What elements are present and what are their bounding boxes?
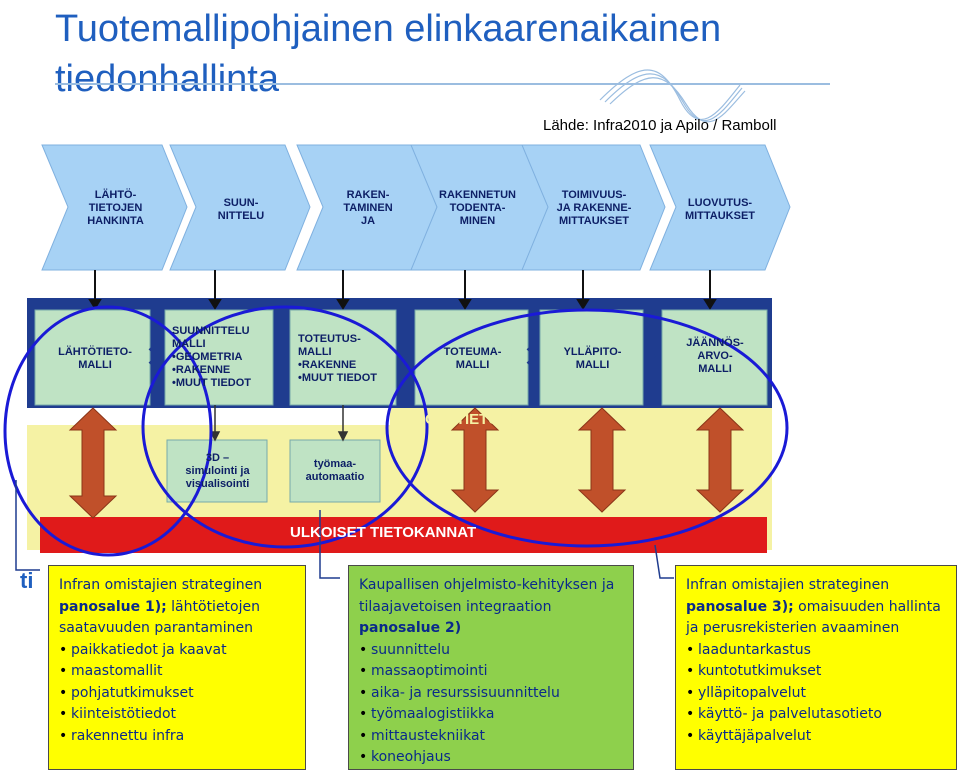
- model-box-2: [164, 309, 274, 406]
- highlight-circles: [3, 305, 789, 557]
- phase-label-3: RAKEN- TAMINEN JA: [343, 189, 393, 227]
- model-label-6: JÄÄNNÖS- ARVO- MALLI: [686, 337, 744, 375]
- panel-right: Infran omistajien strateginen panosalue …: [675, 565, 957, 770]
- list-item: pohjatutkimukset: [59, 683, 295, 705]
- list-item: käyttö- ja palvelutasotieto: [686, 704, 946, 726]
- source-note: Lähde: Infra2010 ja Apilo / Ramboll: [543, 117, 777, 134]
- phase-chevron-5: [521, 144, 666, 271]
- circle-right: [385, 308, 789, 548]
- panel-left-list: paikkatiedot ja kaavat maastomallit pohj…: [59, 640, 295, 748]
- model-label-5: YLLÄPITO- MALLI: [563, 346, 622, 371]
- phase-chevron-6: [649, 144, 791, 271]
- down-arrows: [88, 270, 717, 310]
- wave-decoration-icon: [599, 69, 746, 123]
- external-db-band: [40, 517, 767, 553]
- product-model-label: TUOTETIETOMALLI: [405, 411, 546, 428]
- sub-box-1: [166, 439, 268, 503]
- list-item: suunnittelu: [359, 640, 623, 662]
- double-arrows: [68, 407, 745, 519]
- panel-left: Infran omistajien strateginen panosalue …: [48, 565, 306, 770]
- model-box-3: [289, 309, 397, 406]
- model-label-4: TOTEUMA- MALLI: [443, 346, 502, 371]
- connector-lines: [15, 480, 674, 579]
- phase-label-1: LÄHTÖ- TIETOJEN HANKINTA: [87, 189, 144, 227]
- panel-middle-heading: Kaupallisen ohjelmisto-kehityksen ja til…: [359, 577, 615, 636]
- list-item: mittaustekniikat: [359, 726, 623, 748]
- sub-box-2: [289, 439, 381, 503]
- phase-label-6: LUOVUTUS- MITTAUKSET: [684, 197, 756, 222]
- list-item: maastomallit: [59, 661, 295, 683]
- panel-middle-list: suunnittelu massaoptimointi aika- ja res…: [359, 640, 623, 769]
- list-item: massaoptimointi: [359, 661, 623, 683]
- panel-right-heading: Infran omistajien strateginen panosalue …: [686, 577, 941, 636]
- list-item: ylläpitopalvelut: [686, 683, 946, 705]
- phase-label-5: TOIMIVUUS- JA RAKENNE- MITTAUKSET: [556, 189, 632, 227]
- list-item: työmaalogistiikka: [359, 704, 623, 726]
- list-item: koneohjaus: [359, 747, 623, 769]
- list-item: laaduntarkastus: [686, 640, 946, 662]
- model-box-5: [539, 309, 644, 406]
- panel-middle: Kaupallisen ohjelmisto-kehityksen ja til…: [348, 565, 634, 770]
- phase-chevron-1: [41, 144, 188, 271]
- flow-chevrons: [148, 346, 656, 366]
- circle-left: [3, 305, 213, 557]
- model-boxes: [34, 309, 768, 406]
- phase-label-2: SUUN- NITTELU: [217, 197, 265, 222]
- external-db-label: ULKOISET TIETOKANNAT: [290, 524, 477, 541]
- logo-fragment: ti: [20, 568, 33, 593]
- list-item: rakennettu infra: [59, 726, 295, 748]
- list-item: käyttäjäpalvelut: [686, 726, 946, 748]
- list-item: paikkatiedot ja kaavat: [59, 640, 295, 662]
- model-label-1: LÄHTÖTIETO- MALLI: [58, 346, 132, 371]
- page-title: Tuotemallipohjainen elinkaarenaikainen t…: [55, 8, 722, 100]
- panel-right-list: laaduntarkastus kuntotutkimukset ylläpit…: [686, 640, 946, 748]
- phase-label-4: RAKENNETUN TODENTA- MINEN: [439, 189, 516, 227]
- sub-box-label-1: 3D – simulointi ja visualisointi: [185, 452, 250, 490]
- model-label-3: TOTEUTUS- MALLI •RAKENNE •MUUT TIEDOT: [298, 333, 378, 384]
- phase-chevron-2: [169, 144, 311, 271]
- model-label-2: SUUNNITTELU MALLI •GEOMETRIA •RAKENNE •M…: [172, 325, 252, 389]
- list-item: kiinteistötiedot: [59, 704, 295, 726]
- list-item: kuntotutkimukset: [686, 661, 946, 683]
- model-box-4: [414, 309, 529, 406]
- list-item: aika- ja resurssisuunnittelu: [359, 683, 623, 705]
- circle-middle: [141, 305, 429, 549]
- sub-box-label-2: työmaa- automaatio: [305, 458, 365, 483]
- phase-chevrons: [41, 144, 791, 271]
- panel-left-heading: Infran omistajien strateginen panosalue …: [59, 577, 263, 636]
